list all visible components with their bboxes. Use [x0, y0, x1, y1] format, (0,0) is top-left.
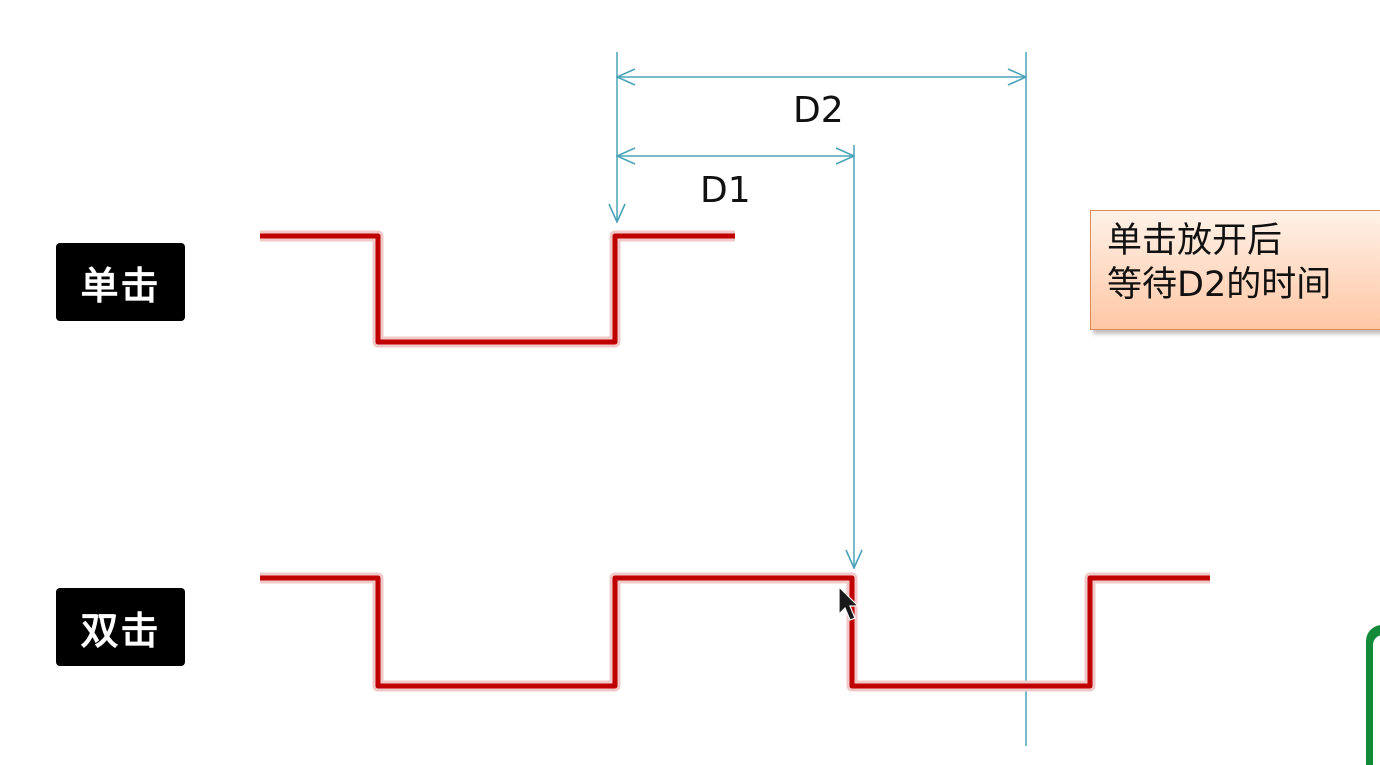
note-line-2: 等待D2的时间: [1107, 265, 1332, 305]
dimension-label-d1: D1: [700, 170, 751, 211]
mouse-pointer-icon: [838, 585, 860, 621]
side-edge-decoration-inner: [1373, 635, 1380, 765]
note-callout: 单击放开后 等待D2的时间: [1090, 210, 1380, 330]
single-click-waveform: [260, 230, 735, 348]
click-timing-diagram: D2 D1: [260, 52, 1210, 746]
double-click-waveform: [260, 572, 1210, 692]
note-line-1: 单击放开后: [1107, 221, 1283, 261]
dimension-label-d2: D2: [793, 90, 844, 131]
single-click-label: 单击: [56, 243, 185, 321]
double-click-label: 双击: [56, 588, 185, 666]
